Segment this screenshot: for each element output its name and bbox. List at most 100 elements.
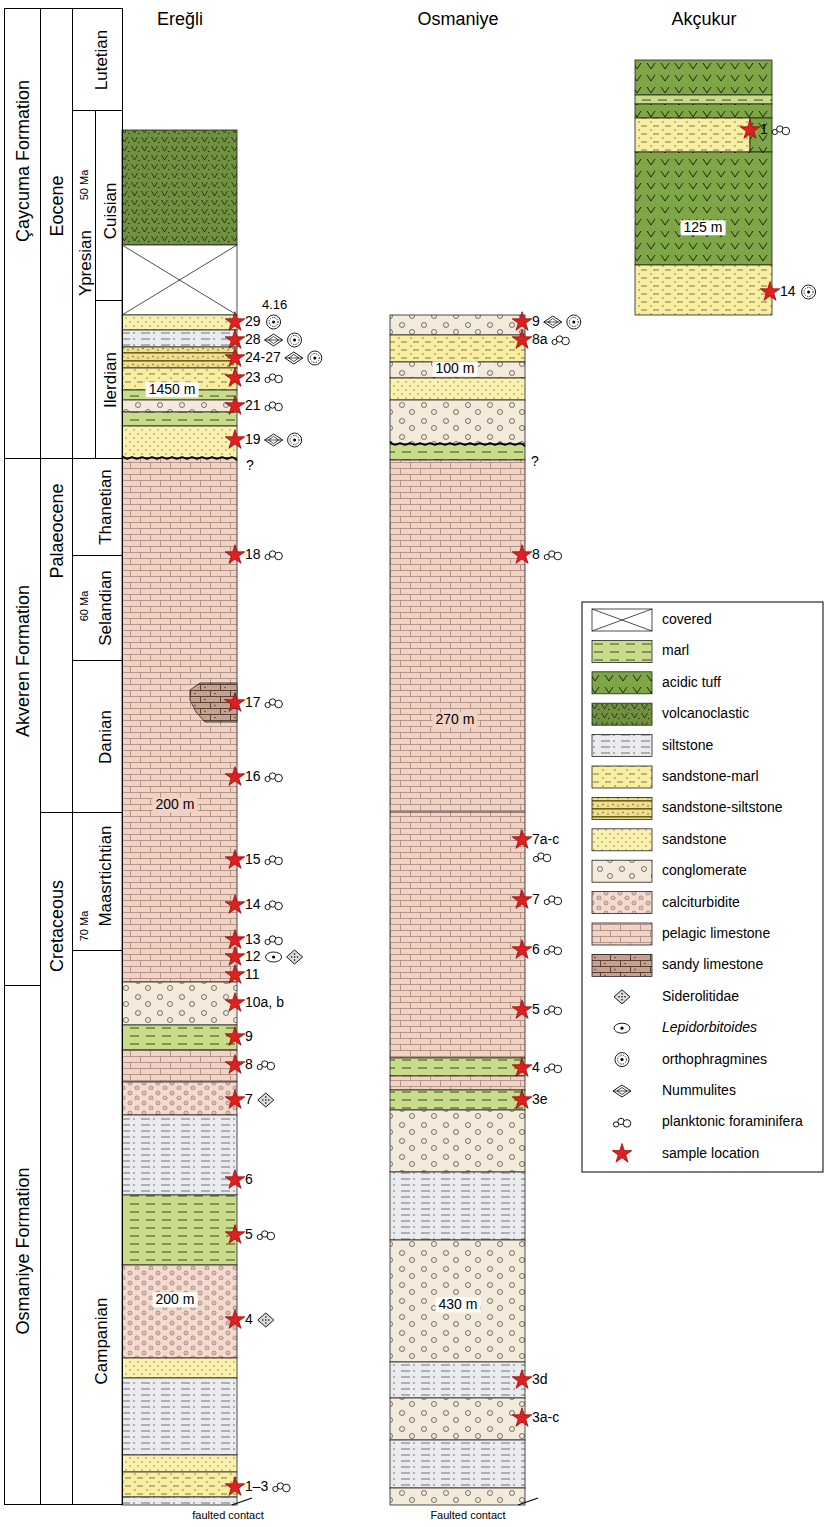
bed-pattern bbox=[122, 315, 237, 330]
sample-number: 1–3 bbox=[245, 1479, 268, 1494]
bed-outline bbox=[390, 1488, 525, 1505]
test bbox=[613, 1085, 631, 1097]
column-label: 100 m bbox=[433, 361, 478, 376]
star bbox=[225, 1027, 245, 1046]
legend-swatch-pattern bbox=[592, 829, 652, 851]
star bbox=[225, 965, 245, 984]
bed-pattern bbox=[635, 60, 772, 95]
sample-number: 21 bbox=[245, 398, 261, 413]
bed-pattern bbox=[390, 1440, 525, 1488]
bed bbox=[390, 444, 525, 460]
bed-outline bbox=[122, 426, 237, 458]
star bbox=[225, 947, 245, 966]
dot bbox=[618, 996, 620, 998]
sample-number: 13 bbox=[245, 932, 261, 947]
chamber bbox=[275, 774, 283, 782]
star-symbol bbox=[225, 348, 245, 367]
bed-outline bbox=[390, 1076, 525, 1090]
bed-pattern bbox=[122, 1378, 237, 1455]
dot bbox=[268, 1319, 270, 1321]
pf-symbol bbox=[265, 856, 282, 865]
bed-outline bbox=[390, 1362, 525, 1398]
bed-pattern bbox=[122, 330, 237, 347]
bed-pattern bbox=[122, 982, 237, 1025]
star-symbol bbox=[225, 993, 245, 1012]
orth-symbol bbox=[288, 333, 302, 347]
bed-outline bbox=[122, 400, 237, 412]
bed-outline bbox=[122, 1265, 237, 1358]
bed-pattern bbox=[122, 1497, 237, 1505]
bed-outline bbox=[122, 1050, 237, 1082]
bed-outline bbox=[122, 412, 237, 426]
covered-cross bbox=[592, 609, 652, 631]
bed-outline bbox=[635, 95, 772, 104]
sample-markers bbox=[225, 120, 815, 1496]
chamber bbox=[275, 937, 283, 945]
sample-number: 29 bbox=[245, 314, 261, 329]
bed-outline bbox=[390, 1172, 525, 1240]
legend-row bbox=[612, 1143, 632, 1162]
dot bbox=[621, 993, 623, 995]
bed bbox=[635, 95, 772, 104]
time-scale-cell: Danian bbox=[72, 660, 123, 813]
pf-symbol bbox=[265, 374, 282, 383]
test bbox=[288, 433, 302, 447]
test bbox=[308, 351, 322, 365]
bed bbox=[635, 104, 772, 118]
dot bbox=[265, 1099, 267, 1101]
unit-name: Palaeocene bbox=[48, 483, 66, 578]
star bbox=[512, 830, 532, 849]
legend-text: sandstone bbox=[662, 832, 727, 847]
pf-symbol bbox=[533, 853, 550, 862]
legend-row bbox=[592, 640, 652, 662]
chamber bbox=[543, 854, 551, 862]
star bbox=[512, 312, 532, 331]
pf-symbol bbox=[257, 1231, 274, 1240]
star bbox=[512, 940, 532, 959]
chamber bbox=[275, 857, 283, 865]
sample-number: 14 bbox=[780, 284, 796, 299]
star-symbol bbox=[225, 1477, 245, 1496]
legend-swatch-pattern bbox=[592, 703, 652, 725]
bed-outline bbox=[122, 315, 237, 330]
star bbox=[225, 1170, 245, 1189]
legend-swatch bbox=[592, 797, 652, 819]
star bbox=[225, 1310, 245, 1329]
bed bbox=[390, 1058, 525, 1076]
time-scale-cell: Palaeocene bbox=[40, 458, 73, 813]
time-scale-cell: Cretaceous bbox=[40, 812, 73, 1505]
legend-row bbox=[613, 1085, 631, 1097]
dot bbox=[291, 956, 293, 958]
bed-pattern bbox=[122, 1472, 237, 1497]
test bbox=[287, 950, 303, 964]
bed bbox=[390, 1398, 525, 1440]
star bbox=[225, 368, 245, 387]
unit-name: Maasrtichtian bbox=[97, 825, 114, 926]
test bbox=[288, 333, 302, 347]
column-label: Akçukur bbox=[671, 10, 736, 30]
whorl bbox=[544, 319, 562, 326]
bed bbox=[390, 1090, 525, 1110]
dot bbox=[294, 959, 296, 961]
bed bbox=[635, 265, 772, 315]
bed-outline bbox=[635, 152, 772, 265]
star bbox=[225, 1055, 245, 1074]
legend-swatch bbox=[592, 892, 652, 914]
star bbox=[225, 1225, 245, 1244]
bed-pattern bbox=[635, 152, 772, 265]
bed-outline bbox=[122, 347, 237, 368]
test bbox=[266, 952, 282, 962]
star-symbol bbox=[225, 430, 245, 449]
pf-symbol bbox=[265, 551, 282, 560]
dot bbox=[294, 956, 296, 958]
bed-outline bbox=[122, 1358, 237, 1378]
sample-number: 9 bbox=[245, 1029, 253, 1044]
bed bbox=[122, 1195, 237, 1265]
sample-number: 4 bbox=[245, 1312, 253, 1327]
bed-outline bbox=[390, 1398, 525, 1440]
column-label: 200 m bbox=[153, 1292, 198, 1307]
bed-outline bbox=[122, 1378, 237, 1455]
bed-pattern bbox=[635, 95, 772, 104]
legend-row bbox=[592, 829, 652, 851]
bed-pattern bbox=[390, 335, 525, 362]
